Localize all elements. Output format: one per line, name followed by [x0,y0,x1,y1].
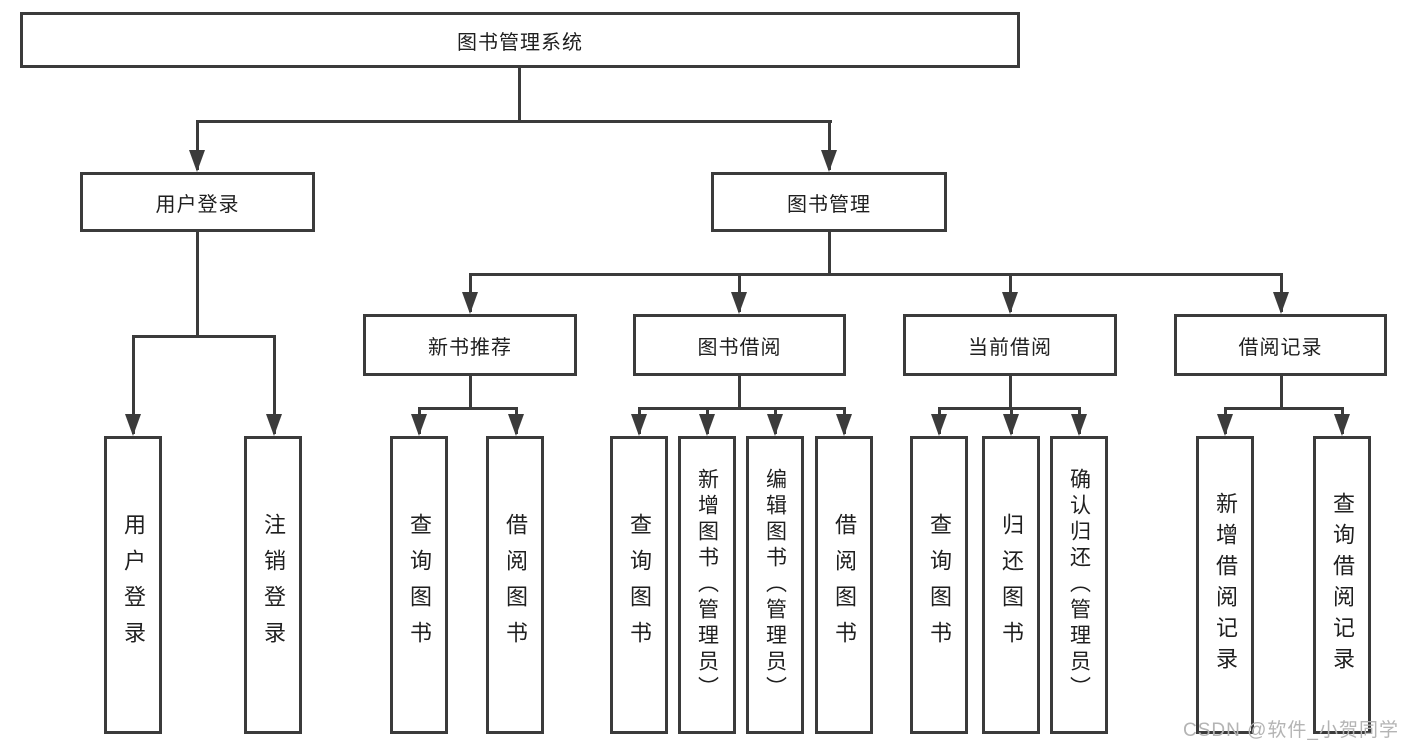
node-label: 当前借阅 [968,336,1052,359]
leaf-label: 借阅图书 [832,513,857,657]
leaf-confirm-return-admin: 确认归还（管理员） [1050,436,1108,734]
connector-line [828,120,831,170]
node-book-management: 图书管理 [711,172,947,232]
connector-line [1224,407,1344,410]
arrow-down-icon [631,414,647,436]
leaf-borrow-books-recommend: 借阅图书 [486,436,544,734]
leaf-label: 新增图书（管理员） [695,468,719,702]
leaf-label: 借阅图书 [503,513,528,657]
connector-line [418,407,518,410]
arrow-down-icon [1334,414,1350,436]
arrow-down-icon [699,414,715,436]
connector-line [196,232,199,338]
connector-line [469,273,1283,276]
node-label: 图书管理 [787,193,871,216]
node-borrowing-records: 借阅记录 [1174,314,1387,376]
arrow-down-icon [1003,414,1019,436]
arrow-down-icon [125,414,141,436]
arrow-down-icon [821,150,837,172]
leaf-label: 查询借阅记录 [1330,492,1355,678]
arrow-down-icon [1273,292,1289,314]
leaf-user-login: 用户登录 [104,436,162,734]
leaf-label: 查询图书 [407,513,432,657]
node-library-management-system: 图书管理系统 [20,12,1020,68]
leaf-label: 编辑图书（管理员） [763,468,787,702]
leaf-query-books-borrowing: 查询图书 [610,436,668,734]
connector-line [132,335,135,434]
leaf-label: 确认归还（管理员） [1067,468,1091,702]
arrow-down-icon [731,292,747,314]
connector-line [1280,376,1283,410]
connector-line [938,407,1081,410]
leaf-label: 查询图书 [627,513,652,657]
connector-line [132,335,276,338]
node-label: 新书推荐 [428,336,512,359]
leaf-return-books: 归还图书 [982,436,1040,734]
node-current-borrowing: 当前借阅 [903,314,1117,376]
connector-line [1009,376,1012,410]
node-label: 借阅记录 [1238,336,1323,359]
arrow-down-icon [1217,414,1233,436]
leaf-add-book-admin: 新增图书（管理员） [678,436,736,734]
connector-line [196,120,199,170]
connector-line [273,335,276,434]
arrow-down-icon [462,292,478,314]
leaf-logout: 注销登录 [244,436,302,734]
node-label: 图书借阅 [697,336,782,359]
leaf-label: 归还图书 [999,513,1024,657]
arrow-down-icon [508,414,524,436]
leaf-label: 用户登录 [121,513,146,657]
connector-line [738,376,741,410]
arrow-down-icon [411,414,427,436]
node-label: 用户登录 [155,193,240,216]
leaf-query-borrow-record: 查询借阅记录 [1313,436,1371,734]
arrow-down-icon [1002,292,1018,314]
arrow-down-icon [836,414,852,436]
connector-line [196,120,832,123]
node-label: 图书管理系统 [457,31,583,54]
arrow-down-icon [767,414,783,436]
watermark: CSDN @软件_小贺同学 [1183,720,1399,741]
leaf-query-books-current: 查询图书 [910,436,968,734]
arrow-down-icon [1071,414,1087,436]
leaf-borrow-books: 借阅图书 [815,436,873,734]
node-new-book-recommendation: 新书推荐 [363,314,577,376]
connector-line [518,68,521,121]
leaf-label: 查询图书 [927,513,952,657]
leaf-label: 注销登录 [261,513,286,657]
arrow-down-icon [931,414,947,436]
leaf-query-books-recommend: 查询图书 [390,436,448,734]
connector-line [828,232,831,276]
leaf-label: 新增借阅记录 [1213,492,1238,678]
leaf-add-borrow-record: 新增借阅记录 [1196,436,1254,734]
node-user-login: 用户登录 [80,172,315,232]
node-book-borrowing: 图书借阅 [633,314,846,376]
leaf-edit-book-admin: 编辑图书（管理员） [746,436,804,734]
arrow-down-icon [189,150,205,172]
arrow-down-icon [266,414,282,436]
connector-line [469,376,472,410]
connector-line [638,407,846,410]
